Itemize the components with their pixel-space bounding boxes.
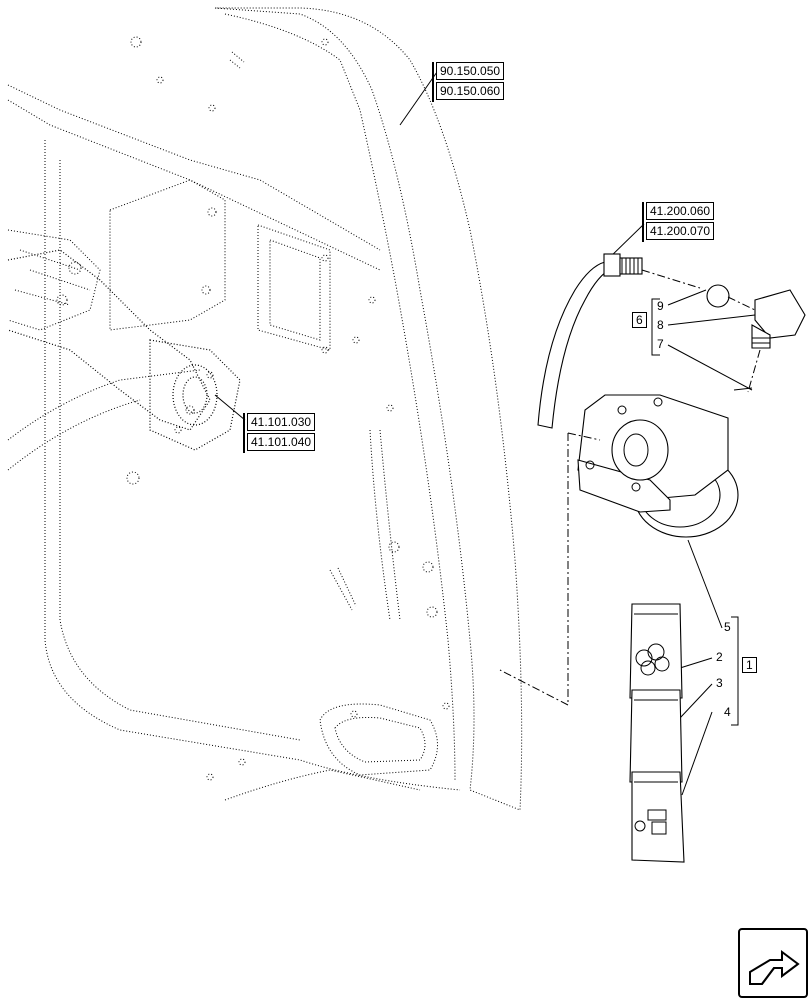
- reference-41-101[interactable]: 41.101.030 41.101.040: [243, 413, 316, 453]
- callout-5: 5: [724, 620, 731, 634]
- reference-leaders: [214, 71, 645, 421]
- callout-3: 3: [716, 676, 723, 690]
- kit-bag-4: [631, 771, 685, 863]
- bracket-1: [731, 616, 739, 726]
- ref-link-41-200-070[interactable]: 41.200.070: [646, 222, 715, 240]
- callout-2: 2: [716, 650, 723, 664]
- kit-bag-2: [629, 603, 683, 699]
- cab-panel-outline: [7, 7, 523, 811]
- hydraulic-hose: [537, 253, 643, 429]
- reference-41-200[interactable]: 41.200.060 41.200.070: [642, 202, 715, 242]
- callout-4: 4: [724, 705, 731, 719]
- ref-link-41-200-060[interactable]: 41.200.060: [646, 202, 715, 220]
- fastener-holes: [126, 36, 450, 781]
- kit-bag-3: [629, 689, 683, 783]
- callout-9: 9: [657, 299, 664, 313]
- bracket-6: [651, 298, 660, 356]
- callout-box-6: 6: [632, 312, 647, 328]
- ref-link-90-150-050[interactable]: 90.150.050: [436, 62, 505, 80]
- callout-leaders: [667, 289, 756, 796]
- next-page-button[interactable]: [738, 928, 808, 998]
- callout-box-1: 1: [742, 657, 757, 673]
- callout-8: 8: [657, 318, 664, 332]
- ref-link-41-101-040[interactable]: 41.101.040: [247, 433, 316, 451]
- o-ring-9: [706, 284, 730, 308]
- callout-7: 7: [657, 337, 664, 351]
- ref-link-41-101-030[interactable]: 41.101.030: [247, 413, 316, 431]
- steering-column: [7, 229, 241, 451]
- next-page-arrow-icon: [749, 950, 800, 985]
- elbow-fitting: [751, 289, 806, 349]
- ref-link-90-150-060[interactable]: 90.150.060: [436, 82, 505, 100]
- reference-90-150[interactable]: 90.150.050 90.150.060: [432, 62, 505, 102]
- assembly-centerlines: [499, 269, 761, 706]
- steering-unit: [577, 394, 739, 538]
